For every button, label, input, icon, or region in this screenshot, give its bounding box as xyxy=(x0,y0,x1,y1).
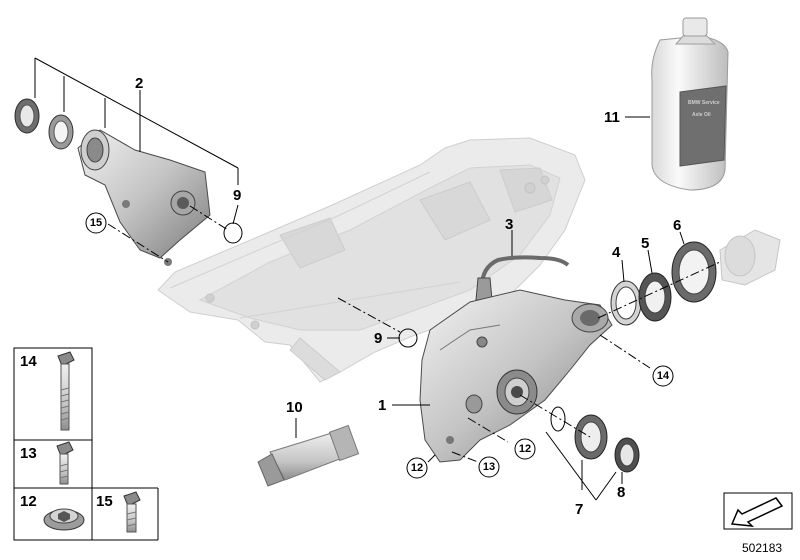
legend-key-12: 12 xyxy=(20,493,37,510)
bolt-13[interactable] xyxy=(56,441,74,485)
part-9-oring-upper[interactable] xyxy=(223,222,243,244)
diagram-id: 502183 xyxy=(742,541,782,555)
svg-text:14: 14 xyxy=(657,370,670,382)
plug-12[interactable] xyxy=(43,508,85,531)
legend-key-14: 14 xyxy=(20,353,37,370)
part-3-vent-fitting xyxy=(475,277,493,301)
callout-8: 8 xyxy=(617,484,625,501)
callout-6: 6 xyxy=(673,217,681,234)
part-5-shaft-seal[interactable] xyxy=(638,272,672,322)
part-oring-side xyxy=(550,406,566,432)
part-4-snap-ring[interactable] xyxy=(610,280,642,326)
bolt-14[interactable] xyxy=(57,351,75,431)
callout-11: 11 xyxy=(604,109,620,126)
diagram-id-box: 502183 xyxy=(723,492,793,555)
callout-10: 10 xyxy=(286,399,303,416)
callout-1: 1 xyxy=(378,397,386,414)
callout-14-circled: 14 xyxy=(652,365,674,387)
svg-text:12: 12 xyxy=(411,462,423,474)
part-7-shaft-seal[interactable] xyxy=(574,414,608,460)
callout-9-lower: 9 xyxy=(374,330,382,347)
part-6-seal-ring[interactable] xyxy=(671,241,717,303)
callout-5: 5 xyxy=(641,235,649,252)
legend-key-15: 15 xyxy=(96,493,113,510)
callout-12-circled-right: 12 xyxy=(514,438,536,460)
svg-text:15: 15 xyxy=(90,217,102,229)
callout-2: 2 xyxy=(135,75,143,92)
callout-7: 7 xyxy=(575,501,583,518)
svg-text:12: 12 xyxy=(519,443,531,455)
part-2-flange-housing[interactable] xyxy=(14,98,211,266)
bottle-label-line1: BMW Service xyxy=(688,100,720,106)
part-8-snap-ring[interactable] xyxy=(614,437,640,473)
callout-3: 3 xyxy=(505,216,513,233)
part-11-oil-bottle[interactable]: BMW Service Axle Oil xyxy=(651,17,729,191)
fastener-legend: 14 13 12 15 xyxy=(13,347,159,541)
legend-key-13: 13 xyxy=(20,445,37,462)
bottle-label-line2: Axle Oil xyxy=(692,112,711,118)
bolt-15[interactable] xyxy=(123,491,141,533)
output-flange-ghost xyxy=(719,229,781,286)
callout-4: 4 xyxy=(612,244,621,261)
callout-9-upper: 9 xyxy=(233,187,241,204)
oil-pan-ghost xyxy=(157,137,586,383)
callout-12-circled-left: 12 xyxy=(406,457,428,479)
part-1-differential[interactable] xyxy=(419,289,613,463)
callout-15-circled: 15 xyxy=(85,212,107,234)
svg-text:13: 13 xyxy=(483,461,495,473)
part-10-sealant-tube[interactable] xyxy=(257,424,360,487)
callout-13-circled: 13 xyxy=(478,456,500,478)
callout-lines xyxy=(34,57,721,501)
part-3-vent-hose[interactable] xyxy=(479,255,570,293)
